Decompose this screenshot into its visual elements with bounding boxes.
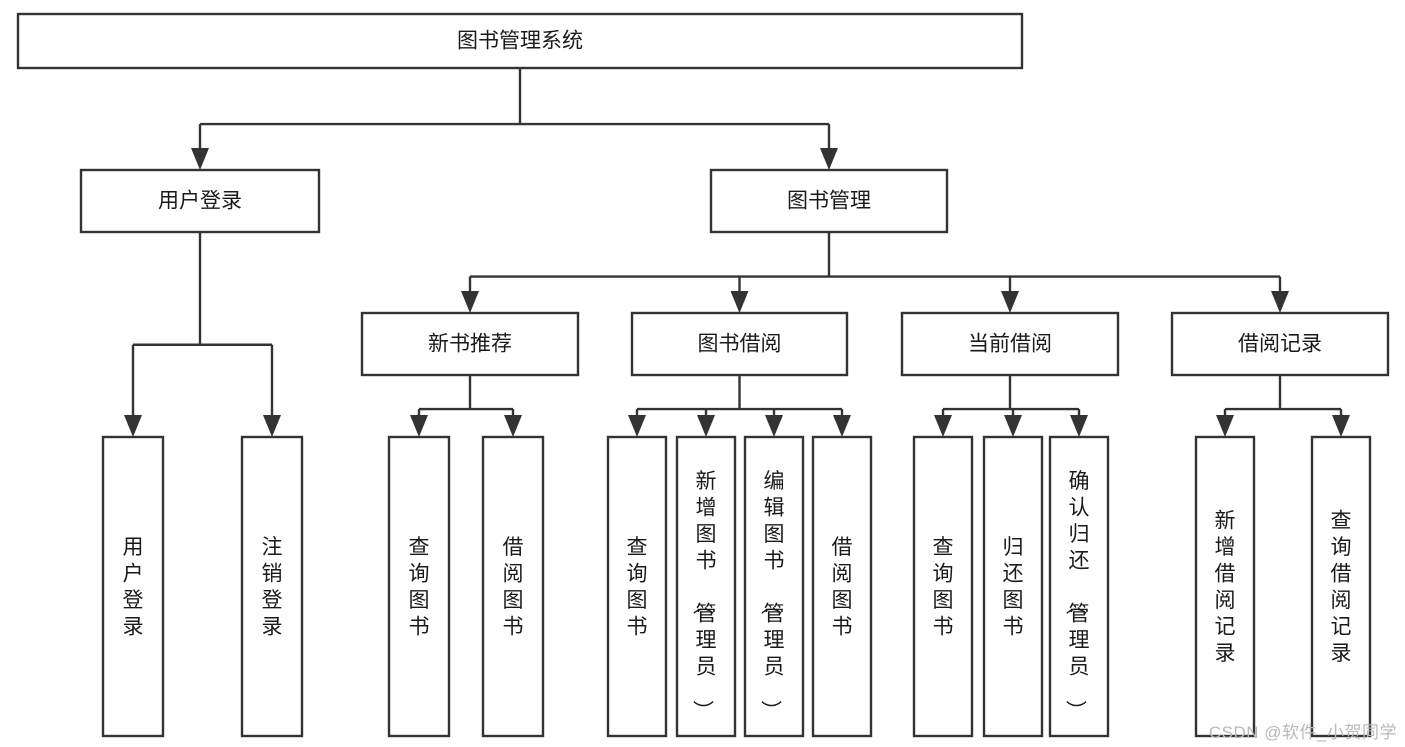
node-box[interactable]	[1310, 435, 1372, 738]
node-label: 用户登录	[158, 190, 242, 213]
node-l-edit-book[interactable]: 编辑图书（管理员）	[743, 435, 805, 738]
node-box[interactable]	[360, 311, 580, 377]
node-label: 确认归还（管理员）	[1064, 470, 1090, 721]
edge-group	[410, 375, 522, 437]
node-box[interactable]	[481, 435, 545, 738]
node-n-user-login[interactable]: 用户登录	[79, 168, 321, 234]
node-label: 图书管理	[787, 190, 871, 213]
node-box[interactable]	[900, 311, 1120, 377]
node-n-borrow-record[interactable]: 借阅记录	[1170, 311, 1390, 377]
node-box[interactable]	[606, 435, 668, 738]
watermark-label: CSDN @软件_小贺同学	[1208, 723, 1397, 742]
node-box[interactable]	[1170, 311, 1390, 377]
node-label: 新书推荐	[428, 333, 512, 356]
edge-group	[628, 375, 851, 437]
node-label: 借阅记录	[1238, 333, 1322, 356]
node-box[interactable]	[101, 435, 165, 738]
node-n-current-borrow[interactable]: 当前借阅	[900, 311, 1120, 377]
node-box[interactable]	[1194, 435, 1256, 738]
node-box[interactable]	[630, 311, 849, 377]
node-l-user-login[interactable]: 用户登录	[101, 435, 165, 738]
node-label: 查询图书	[409, 536, 430, 639]
node-box[interactable]	[743, 435, 805, 738]
node-label: 编辑图书（管理员）	[759, 470, 785, 721]
node-box[interactable]	[387, 435, 451, 738]
node-box[interactable]	[16, 12, 1024, 70]
node-label: 借阅图书	[503, 536, 524, 639]
node-l-borrow-books-b[interactable]: 借阅图书	[811, 435, 873, 738]
node-label: 图书管理系统	[457, 30, 583, 53]
node-label: 用户登录	[123, 536, 144, 639]
node-l-confirm-return[interactable]: 确认归还（管理员）	[1048, 435, 1110, 738]
node-box[interactable]	[982, 435, 1044, 738]
edge-layer	[124, 68, 1350, 437]
edge-group	[461, 232, 1289, 313]
edge-group	[934, 375, 1088, 437]
node-box[interactable]	[240, 435, 304, 738]
node-label: 归还图书	[1003, 536, 1024, 639]
node-l-return-book[interactable]: 归还图书	[982, 435, 1044, 738]
node-box[interactable]	[811, 435, 873, 738]
node-label: 查询图书	[627, 536, 648, 639]
node-l-query-books-c[interactable]: 查询图书	[912, 435, 974, 738]
node-box[interactable]	[709, 168, 949, 234]
node-l-query-books-b[interactable]: 查询图书	[606, 435, 668, 738]
node-label: 当前借阅	[968, 333, 1052, 356]
node-l-logout[interactable]: 注销登录	[240, 435, 304, 738]
edge-group	[124, 232, 281, 437]
node-box[interactable]	[79, 168, 321, 234]
node-label: 借阅图书	[832, 536, 853, 639]
node-label: 图书借阅	[698, 333, 782, 356]
node-root[interactable]: 图书管理系统	[16, 12, 1024, 70]
node-label: 注销登录	[262, 536, 283, 639]
node-l-query-books-a[interactable]: 查询图书	[387, 435, 451, 738]
edge-group	[191, 68, 838, 170]
node-l-query-record[interactable]: 查询借阅记录	[1310, 435, 1372, 738]
node-label: 新增图书（管理员）	[691, 470, 717, 721]
node-n-book-mgmt[interactable]: 图书管理	[709, 168, 949, 234]
node-n-book-borrow[interactable]: 图书借阅	[630, 311, 849, 377]
node-l-add-book[interactable]: 新增图书（管理员）	[675, 435, 737, 738]
node-label: 查询图书	[933, 536, 954, 639]
node-layer: 图书管理系统用户登录图书管理新书推荐图书借阅当前借阅借阅记录用户登录注销登录查询…	[16, 12, 1390, 738]
node-box[interactable]	[1048, 435, 1110, 738]
node-box[interactable]	[675, 435, 737, 738]
edge-group	[1216, 375, 1350, 437]
node-l-add-record[interactable]: 新增借阅记录	[1194, 435, 1256, 738]
node-box[interactable]	[912, 435, 974, 738]
node-l-borrow-books-a[interactable]: 借阅图书	[481, 435, 545, 738]
node-label: 查询借阅记录	[1331, 510, 1352, 666]
node-label: 新增借阅记录	[1215, 510, 1236, 666]
node-n-new-book-rec[interactable]: 新书推荐	[360, 311, 580, 377]
